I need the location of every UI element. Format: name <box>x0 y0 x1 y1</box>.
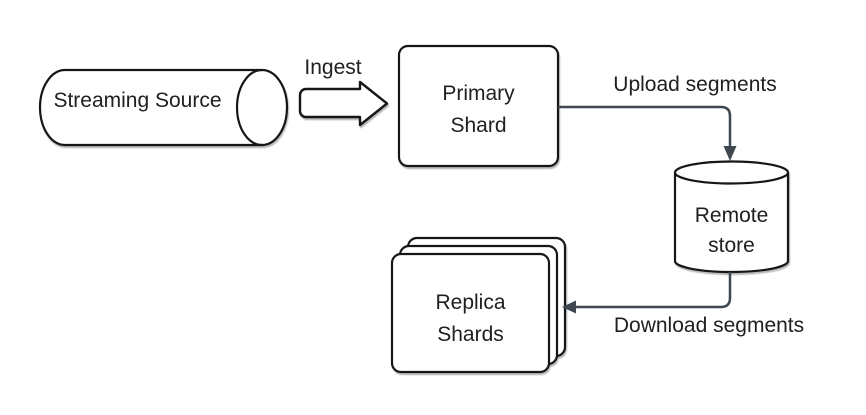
remote-store-cylinder-body <box>673 172 790 274</box>
upload-connector-line <box>558 105 732 147</box>
primary-shard-label: Primary Shard <box>442 82 515 137</box>
ingest-edge-label: Ingest <box>304 56 362 79</box>
upload-edge-label: Upload segments <box>613 73 777 96</box>
streaming-source-cylinder <box>38 68 289 147</box>
ingest-block-arrow-icon <box>298 80 389 127</box>
replica-shards-label: Replica Shards <box>435 291 506 346</box>
upload-arrowhead-icon <box>723 146 737 161</box>
download-arrowhead-icon <box>562 300 576 314</box>
remote-store-label: Remote store <box>694 204 769 257</box>
download-edge-label: Download segments <box>613 314 805 337</box>
streaming-source-label: Streaming Source <box>53 89 222 112</box>
connectors-group <box>558 105 737 314</box>
streaming-source-cylinder-cap <box>235 68 263 147</box>
remote-store-cylinder <box>673 160 790 274</box>
node-shapes-group <box>38 44 790 374</box>
replica-shard-card-front <box>390 252 551 374</box>
replica-shards-stack <box>390 236 567 374</box>
download-connector-line <box>576 272 732 309</box>
remote-store-cylinder-top <box>673 160 790 185</box>
